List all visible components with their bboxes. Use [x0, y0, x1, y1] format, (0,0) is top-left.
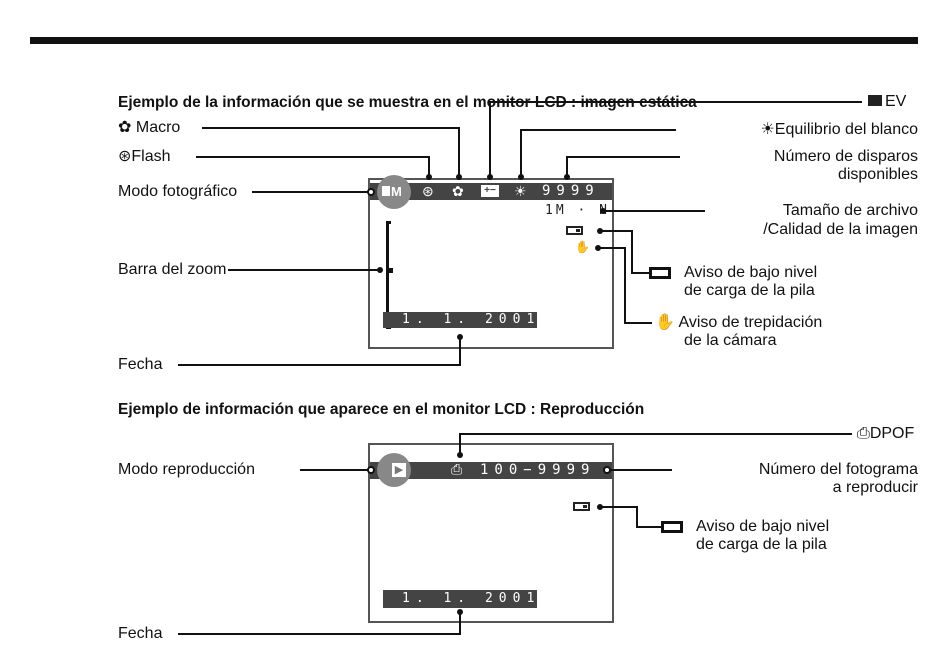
frame-label-1: Número del fotograma	[758, 461, 918, 478]
wb-label: ☀Equilibrio del blanco	[760, 121, 918, 138]
date-bar	[383, 312, 537, 328]
wb-text: Equilibrio del blanco	[774, 121, 918, 138]
macro-label: ✿ Macro	[118, 119, 181, 136]
battery-legend-icon-playback	[661, 521, 683, 533]
playback-date-label: Fecha	[118, 625, 163, 642]
battery-icon	[566, 226, 583, 235]
frame-label-2: a reproducir	[832, 479, 918, 496]
battery-label-playback-1: Aviso de bajo nivel	[696, 518, 830, 535]
shake-text: Aviso de trepidación	[678, 314, 823, 331]
size-label-2: /Calidad de la imagen	[763, 221, 918, 238]
lcd-date-playback: 1. 1. 2001	[402, 591, 541, 606]
dpof-icon: ⎙	[451, 461, 463, 477]
size-label-1: Tamaño de archivo	[782, 202, 918, 219]
flash-label: ⊛Flash	[118, 148, 171, 165]
ev-text: EV	[885, 93, 907, 110]
dpof-label: ⎙DPOF	[857, 425, 915, 442]
flash-icon: ⊛	[422, 183, 434, 199]
battery-label-playback-2: de carga de la pila	[696, 536, 827, 553]
battery-label-1: Aviso de bajo nivel	[684, 264, 818, 281]
date-bar-playback	[383, 590, 537, 608]
lcd-status-bar-playback	[370, 462, 612, 479]
shots-remaining: 9999	[542, 183, 600, 199]
battery-legend-icon	[649, 267, 671, 279]
macro-icon: ✿	[452, 183, 464, 199]
section2-title: Ejemplo de información que aparece en el…	[118, 401, 645, 418]
zoom-marker	[387, 268, 393, 273]
zoom-label: Barra del zoom	[118, 261, 227, 278]
flash-text: Flash	[131, 148, 171, 165]
shots-label-2: disponibles	[837, 166, 918, 183]
camera-glyph	[382, 186, 390, 196]
ev-icon: +−	[481, 185, 499, 197]
lcd-playback	[368, 443, 614, 623]
battery-icon-playback	[573, 502, 590, 511]
shake-label-1: ✋ Aviso de trepidación	[655, 314, 823, 331]
top-rule	[30, 37, 918, 44]
file-size-quality: 1M · N	[545, 203, 610, 218]
play-glyph: ▶	[392, 463, 406, 477]
macro-text: Macro	[135, 119, 181, 136]
section1-title: Ejemplo de la información que se muestra…	[118, 94, 697, 111]
mode-letter: M	[391, 184, 402, 199]
playback-mode-label: Modo reproducción	[118, 461, 255, 478]
white-balance-icon: ☀	[514, 183, 527, 199]
lcd-date: 1. 1. 2001	[402, 312, 541, 327]
shake-label-2: de la cámara	[684, 332, 777, 349]
dpof-text: DPOF	[869, 425, 915, 442]
date-label: Fecha	[118, 356, 163, 373]
battery-label-2: de carga de la pila	[684, 282, 815, 299]
shots-label-1: Número de disparos	[773, 148, 918, 165]
mode-label: Modo fotográfico	[118, 183, 238, 200]
camera-shake-icon: ✋	[575, 240, 590, 254]
frame-number: 100−9999	[480, 462, 596, 478]
ev-label: EV	[868, 93, 906, 111]
